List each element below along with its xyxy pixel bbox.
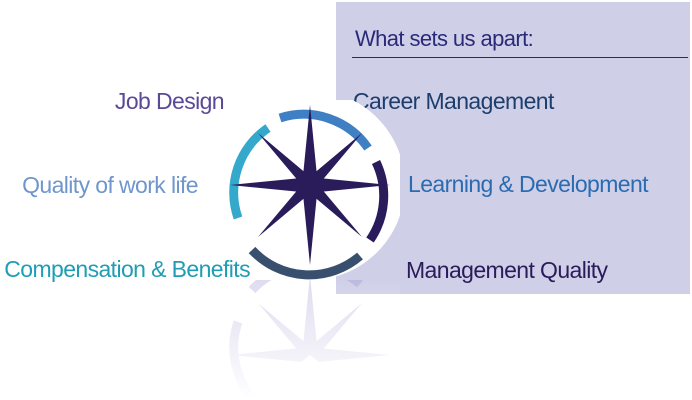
compass-arc-purple xyxy=(366,160,389,243)
compass-arc-slate xyxy=(248,246,363,280)
label-quality-of-work-life: Quality of work life xyxy=(22,172,199,198)
label-job-design: Job Design xyxy=(114,88,225,114)
label-compensation-benefits: Compensation & Benefits xyxy=(4,256,250,282)
label-learning-development: Learning & Development xyxy=(408,171,649,197)
panel-title: What sets us apart: xyxy=(355,26,534,51)
label-management-quality: Management Quality xyxy=(406,257,608,283)
panel-divider xyxy=(352,57,688,58)
compass-arc-cyan xyxy=(229,124,271,220)
label-career-management: Career Management xyxy=(353,88,554,114)
compass-reflection xyxy=(210,280,400,400)
compass-star xyxy=(230,105,390,265)
compass-arc-blue xyxy=(278,109,372,151)
compass-star-icon xyxy=(215,100,400,280)
